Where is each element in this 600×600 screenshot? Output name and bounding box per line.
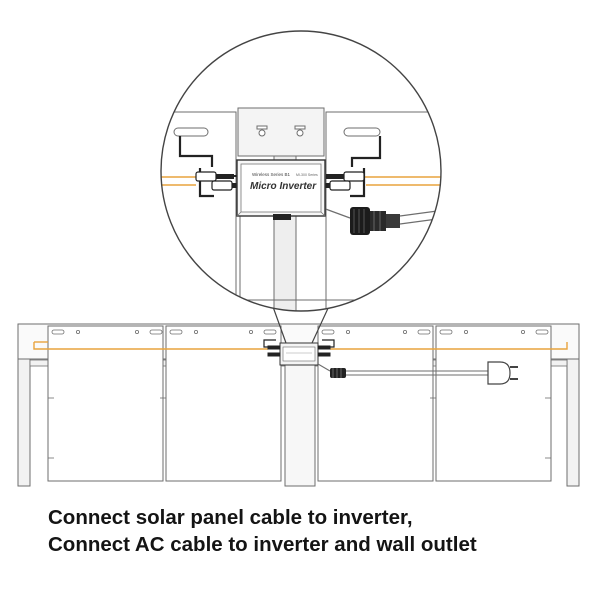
zoom-callout-lines [271, 303, 331, 344]
solar-panel-4 [435, 325, 552, 482]
zoom-detail: Wireless Series B1 MI-300 Series Micro I… [160, 30, 442, 312]
inverter-top-label: Wireless Series B1 [252, 172, 291, 177]
zoom-right-panel [325, 111, 441, 311]
ac-connector-small [330, 368, 346, 378]
inverter-model-label: Micro Inverter [250, 181, 317, 192]
zoom-circle-outline [160, 30, 442, 312]
panel-assembly [17, 303, 580, 487]
caption-line-2: Connect AC cable to inverter and wall ou… [48, 533, 477, 556]
caption-line-1: Connect solar panel cable to inverter, [48, 506, 413, 529]
solar-panel-1 [47, 325, 164, 482]
mounting-slots [48, 329, 551, 459]
ac-cable-zoom [311, 203, 441, 235]
center-rail [284, 357, 316, 487]
dc-cable-bottom [33, 341, 568, 350]
solar-panel-3 [317, 325, 434, 482]
solar-panels [47, 325, 552, 487]
zoom-left-panel [161, 111, 237, 311]
inverter-icon [236, 159, 326, 220]
ac-plug-icon [487, 361, 518, 385]
inverter-small [263, 339, 335, 366]
ac-cable [317, 363, 488, 376]
inverter-small-label: MI-300 Series [296, 173, 318, 177]
solar-panel-2 [165, 325, 282, 482]
